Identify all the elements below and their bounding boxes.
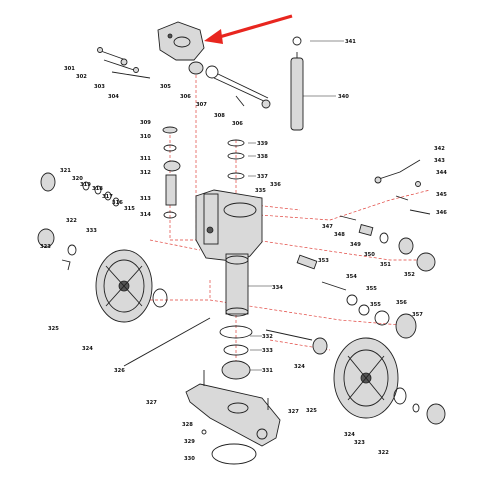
callout-337: 337	[257, 174, 268, 180]
callout-342: 342	[434, 146, 445, 152]
callout-340: 340	[338, 94, 349, 100]
callout-323: 323	[40, 244, 51, 250]
callout-labels: 301 302 303 304 305 306 307 308 306 341 …	[40, 39, 447, 462]
callout-310: 310	[140, 134, 151, 140]
callout-316: 316	[112, 200, 123, 206]
callout-307: 307	[196, 102, 207, 108]
callout-325: 325	[48, 326, 59, 332]
highlight-arrow	[204, 14, 293, 44]
callout-353: 353	[318, 258, 329, 264]
release-lever	[374, 159, 431, 215]
callout-357: 357	[412, 312, 423, 318]
leader-lines	[248, 40, 344, 371]
callout-352: 352	[404, 272, 415, 278]
callout-333-b: 333	[262, 348, 273, 354]
callout-345: 345	[436, 192, 447, 198]
base-frame	[185, 370, 281, 465]
callout-341: 341	[345, 39, 356, 45]
callout-351: 351	[380, 262, 391, 268]
callout-331: 331	[262, 368, 273, 374]
callout-320: 320	[72, 176, 83, 182]
callout-334: 334	[272, 285, 283, 291]
left-wheel	[37, 172, 168, 323]
center-washers	[162, 126, 245, 219]
callout-317: 317	[102, 194, 113, 200]
callout-325-b: 325	[306, 408, 317, 414]
callout-327: 327	[146, 400, 157, 406]
callout-326: 326	[114, 368, 125, 374]
callout-349: 349	[350, 242, 361, 248]
callout-338: 338	[257, 154, 268, 160]
handle-socket	[157, 21, 205, 61]
callout-329: 329	[184, 439, 195, 445]
callout-306: 306	[180, 94, 191, 100]
lower-shaft-and-seals	[123, 317, 328, 380]
callout-309: 309	[140, 120, 151, 126]
callout-324: 324	[82, 346, 93, 352]
callout-324-c: 324	[344, 432, 355, 438]
callout-314: 314	[140, 212, 151, 218]
callout-305: 305	[160, 84, 171, 90]
callout-333: 333	[86, 228, 97, 234]
roller-and-shaft	[188, 61, 271, 109]
callout-322-b: 322	[378, 450, 389, 456]
callout-318: 318	[92, 186, 103, 192]
callout-348: 348	[334, 232, 345, 238]
callout-344: 344	[436, 170, 447, 176]
callout-313: 313	[140, 196, 151, 202]
callout-356: 356	[396, 300, 407, 306]
callout-346: 346	[436, 210, 447, 216]
callout-327-b: 327	[288, 409, 299, 415]
callout-335: 335	[255, 188, 266, 194]
valve-cluster	[296, 215, 436, 339]
assembly-guide-lines	[149, 70, 431, 380]
callout-302: 302	[76, 74, 87, 80]
callout-354: 354	[346, 274, 357, 280]
callout-312: 312	[140, 170, 151, 176]
callout-323-b: 323	[354, 440, 365, 446]
pump-body	[195, 189, 263, 317]
callout-332: 332	[262, 334, 273, 340]
callout-304: 304	[108, 94, 119, 100]
callout-347: 347	[322, 224, 333, 230]
callout-322: 322	[66, 218, 77, 224]
callout-336: 336	[270, 182, 281, 188]
callout-311: 311	[140, 156, 151, 162]
pins-top-left	[97, 47, 151, 79]
callout-330: 330	[184, 456, 195, 462]
callout-301: 301	[64, 66, 75, 72]
callout-339: 339	[257, 141, 268, 147]
callout-328: 328	[182, 422, 193, 428]
callout-308: 308	[214, 113, 225, 119]
callout-306-b: 306	[232, 121, 243, 127]
callout-324-b: 324	[294, 364, 305, 370]
callout-343: 343	[434, 158, 445, 164]
handle-tube	[290, 36, 304, 131]
callout-319: 319	[80, 182, 91, 188]
callout-355-b: 355	[370, 302, 381, 308]
right-wheel	[333, 337, 446, 425]
callout-303: 303	[94, 84, 105, 90]
callout-315: 315	[124, 206, 135, 212]
callout-321: 321	[60, 168, 71, 174]
callout-355: 355	[366, 286, 377, 292]
callout-350: 350	[364, 252, 375, 258]
